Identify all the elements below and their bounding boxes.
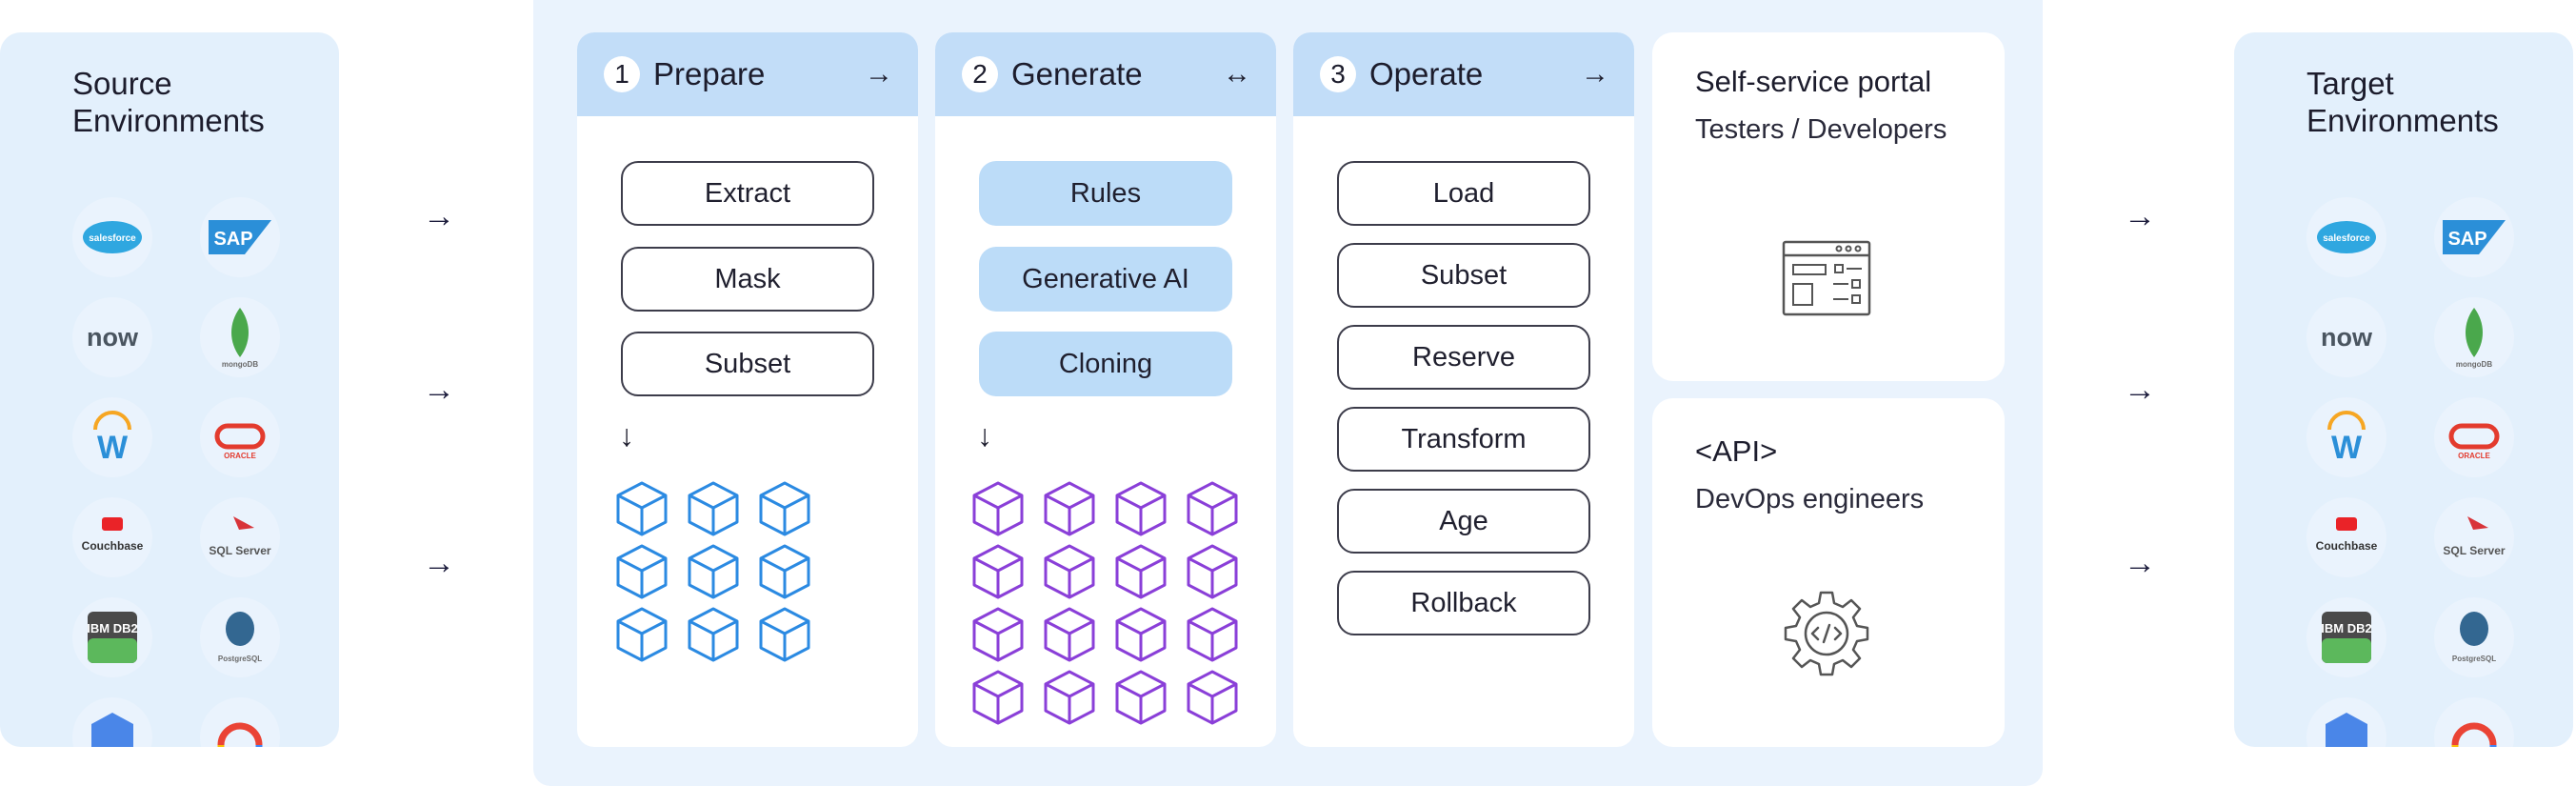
portal-subtitle: Testers / Developers — [1695, 114, 1947, 145]
self-service-portal-card[interactable]: Self-service portal Testers / Developers — [1652, 32, 2005, 381]
extract-pill: Extract — [621, 161, 874, 226]
generative-ai-pill: Generative AI — [979, 247, 1232, 312]
ibm-db2-logo: IBM DB2 — [2306, 597, 2386, 677]
target-environments-panel: Target Environments salesforce SAP now m… — [2234, 32, 2573, 747]
svg-text:W: W — [2331, 430, 2363, 466]
test-data-process-panel: 1 Prepare → Extract Mask Subset ↓ 2 Gene… — [533, 0, 2043, 786]
step-title: Prepare — [653, 56, 766, 91]
mongodb-logo: mongoDB — [200, 297, 280, 377]
down-arrow-icon: ↓ — [977, 418, 992, 453]
subset-pill: Subset — [621, 332, 874, 396]
step-number-badge: 1 — [604, 56, 640, 92]
oracle-logo: ORACLE — [200, 397, 280, 477]
svg-text:PostgreSQL: PostgreSQL — [2452, 655, 2496, 663]
servicenow-logo: now — [72, 297, 152, 377]
salesforce-logo: salesforce — [72, 197, 152, 277]
sql-server-logo: SQL Server — [200, 497, 280, 577]
svg-text:Couchbase: Couchbase — [82, 539, 144, 553]
step-prepare-header: 1 Prepare → — [577, 32, 918, 116]
svg-text:IBM DB2: IBM DB2 — [87, 621, 137, 635]
ibm-db2-logo: IBM DB2 — [72, 597, 152, 677]
oracle-logo: ORACLE — [2434, 397, 2514, 477]
flow-arrow-in-3: → — [423, 545, 455, 581]
salesforce-logo: salesforce — [2306, 197, 2386, 277]
flow-arrow-out-2: → — [2124, 372, 2156, 408]
rules-pill: Rules — [979, 161, 1232, 226]
workday-logo: W — [72, 397, 152, 477]
svg-text:SQL Server: SQL Server — [2443, 544, 2505, 557]
servicenow-logo: now — [2306, 297, 2386, 377]
transform-pill: Transform — [1337, 407, 1590, 472]
flow-arrow-in-2: → — [423, 372, 455, 408]
generate-data-cubes — [972, 481, 1238, 725]
svg-text:salesforce: salesforce — [2323, 233, 2370, 244]
svg-text:Couchbase: Couchbase — [2316, 539, 2378, 553]
cloning-pill: Cloning — [979, 332, 1232, 396]
svg-text:ORACLE: ORACLE — [224, 452, 256, 460]
prepare-data-cubes — [616, 481, 810, 662]
gcp-database-logo — [2306, 697, 2386, 747]
sql-server-logo: SQL Server — [2434, 497, 2514, 577]
step-title: Generate — [1011, 56, 1143, 91]
svg-text:SAP: SAP — [213, 229, 252, 250]
svg-text:mongoDB: mongoDB — [2456, 360, 2492, 369]
code-gear-icon — [1784, 591, 1869, 676]
source-title: Source Environments — [72, 66, 265, 138]
flow-arrow-out-3: → — [2124, 545, 2156, 581]
svg-text:salesforce: salesforce — [89, 233, 136, 244]
reserve-pill: Reserve — [1337, 325, 1590, 390]
right-arrow-icon: → — [865, 58, 893, 90]
step-number-badge: 2 — [962, 56, 998, 92]
mask-pill: Mask — [621, 247, 874, 312]
svg-text:PostgreSQL: PostgreSQL — [218, 655, 262, 663]
postgresql-logo: PostgreSQL — [200, 597, 280, 677]
subset-pill: Subset — [1337, 243, 1590, 308]
google-cloud-logo — [200, 697, 280, 747]
api-card[interactable]: <API> DevOps engineers — [1652, 398, 2005, 747]
flow-arrow-in-1: → — [423, 198, 455, 234]
svg-text:W: W — [97, 430, 129, 466]
svg-text:IBM DB2: IBM DB2 — [2321, 621, 2371, 635]
step-operate-header: 3 Operate → — [1293, 32, 1634, 116]
load-pill: Load — [1337, 161, 1590, 226]
bidirectional-arrow-icon: ↔ — [1223, 58, 1251, 90]
step-number-badge: 3 — [1320, 56, 1356, 92]
down-arrow-icon: ↓ — [619, 418, 634, 453]
workday-logo: W — [2306, 397, 2386, 477]
target-title: Target Environments — [2306, 66, 2499, 138]
portal-title: Self-service portal — [1695, 65, 1932, 98]
api-title: <API> — [1695, 434, 1778, 468]
right-arrow-icon: → — [1581, 58, 1609, 90]
sap-logo: SAP — [2434, 197, 2514, 277]
mongodb-logo: mongoDB — [2434, 297, 2514, 377]
step-prepare-card: 1 Prepare → Extract Mask Subset ↓ — [577, 32, 918, 747]
couchbase-logo: Couchbase — [2306, 497, 2386, 577]
step-generate-card: 2 Generate ↔ Rules Generative AI Cloning… — [935, 32, 1276, 747]
google-cloud-logo — [2434, 697, 2514, 747]
step-generate-header: 2 Generate ↔ — [935, 32, 1276, 116]
postgresql-logo: PostgreSQL — [2434, 597, 2514, 677]
svg-text:mongoDB: mongoDB — [222, 360, 258, 369]
age-pill: Age — [1337, 489, 1590, 554]
rollback-pill: Rollback — [1337, 571, 1590, 635]
gcp-database-logo — [72, 697, 152, 747]
browser-window-icon — [1782, 240, 1871, 316]
couchbase-logo: Couchbase — [72, 497, 152, 577]
sap-logo: SAP — [200, 197, 280, 277]
svg-text:SQL Server: SQL Server — [209, 544, 270, 557]
svg-text:ORACLE: ORACLE — [2458, 452, 2490, 460]
svg-text:SAP: SAP — [2447, 229, 2486, 250]
step-operate-card: 3 Operate → Load Subset Reserve Transfor… — [1293, 32, 1634, 747]
flow-arrow-out-1: → — [2124, 198, 2156, 234]
api-subtitle: DevOps engineers — [1695, 484, 1925, 514]
step-title: Operate — [1369, 56, 1484, 91]
source-environments-panel: Source Environments salesforce SAP now m… — [0, 32, 339, 747]
